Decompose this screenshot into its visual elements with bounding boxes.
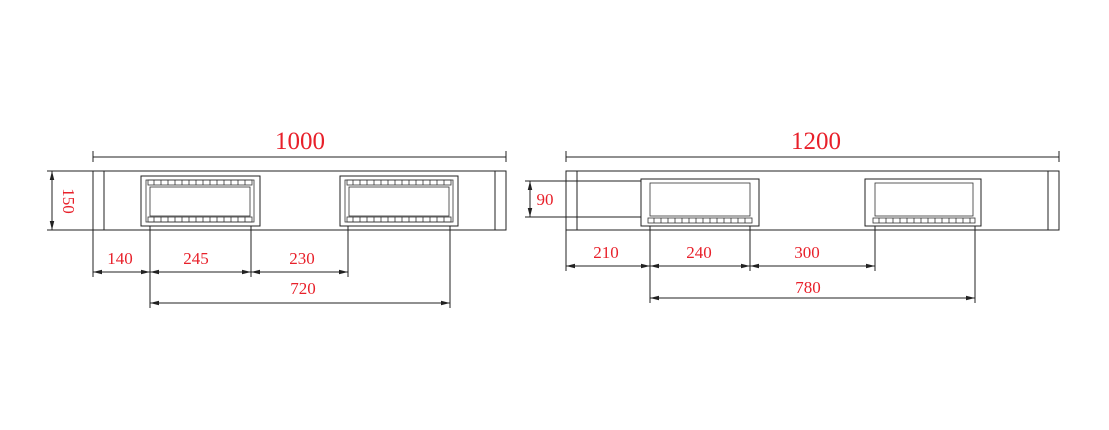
left-opening-1-outer	[140, 175, 261, 227]
left-fork-opening-2	[339, 175, 459, 227]
right-span-label: 780	[795, 278, 821, 297]
left-pallet: 1000 150	[47, 128, 507, 308]
left-opening-2-bottom-slats	[346, 216, 452, 223]
right-pallet-outline	[565, 170, 1060, 231]
left-gap-label: 230	[289, 249, 315, 268]
right-opening-2-outer	[864, 178, 982, 227]
right-opening-2-void	[874, 182, 974, 217]
right-opening-1-outer	[640, 178, 760, 227]
right-opening-1-void	[649, 182, 751, 217]
left-opening-2-void	[348, 186, 450, 217]
left-opening-1-top-slats	[147, 179, 253, 186]
right-opening-1-bottom-slats	[647, 217, 753, 224]
left-opening-2-top-slats	[346, 179, 452, 186]
right-opening-width-label: 240	[686, 243, 712, 262]
left-opening-1-void	[149, 186, 251, 217]
right-offset-label: 210	[593, 243, 619, 262]
left-offset-label: 140	[107, 249, 133, 268]
slat-ticks	[153, 180, 971, 223]
left-opening-2-outer	[339, 175, 459, 227]
left-overall-width-label: 1000	[275, 128, 325, 155]
right-overall-width-label: 1200	[791, 128, 841, 155]
right-pallet: 1200 90 210 240	[525, 128, 1060, 303]
left-opening-1-bottom-slats	[147, 216, 253, 223]
right-gap-label: 300	[794, 243, 820, 262]
left-opening-width-label: 245	[183, 249, 209, 268]
left-pallet-outline	[92, 170, 507, 231]
right-fork-opening-1	[640, 178, 760, 227]
right-opening-2-bottom-slats	[872, 217, 976, 224]
left-fork-opening-1	[140, 175, 261, 227]
left-span-label: 720	[290, 279, 316, 298]
right-opening-height-label: 90	[537, 190, 554, 209]
right-fork-opening-2	[864, 178, 982, 227]
left-height-label: 150	[59, 188, 78, 214]
